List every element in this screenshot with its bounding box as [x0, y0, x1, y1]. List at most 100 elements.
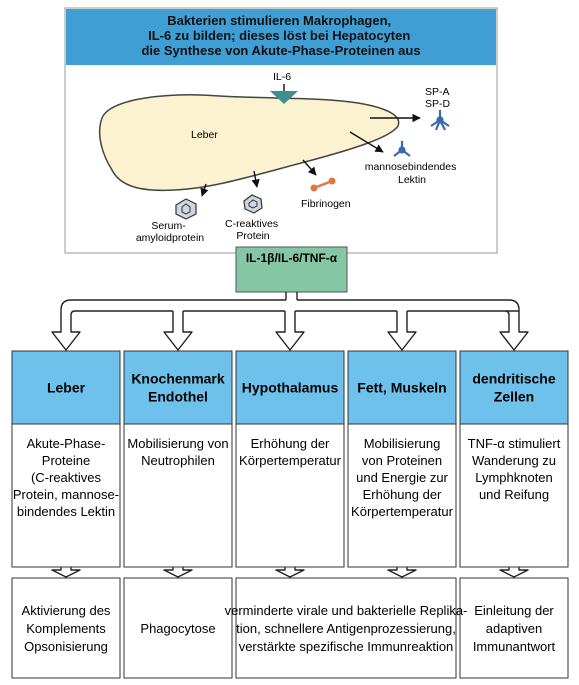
column-header-line: Zellen: [494, 389, 534, 405]
column-effect-box: [11, 423, 121, 568]
shared-result-text: verminderte virale und bakterielle Repli…: [225, 603, 468, 654]
shared-result-text-line: tion, schnellere Antigenprozessierung,: [236, 621, 456, 636]
column-effect-text-line: Akute-Phase-: [27, 436, 106, 451]
column-effect-text-line: Lymphknoten: [475, 470, 553, 485]
result-text-5-line: Immunantwort: [473, 639, 556, 654]
result-text-1-line: Opsonisierung: [24, 639, 108, 654]
result-arrow-2: [163, 567, 193, 578]
column-effect-text-line: von Proteinen: [362, 453, 442, 468]
result-text-2: Phagocytose: [140, 621, 215, 636]
column-effect-text-line: Erhöhung der: [251, 436, 330, 451]
arrow-to-saa: [200, 183, 209, 197]
pipe-arrow-2: [163, 311, 193, 351]
pipe-arrow-4: [387, 311, 417, 351]
pipe-arrow-5: [499, 329, 529, 351]
banner-line-3: die Synthese von Akute-Phase-Proteinen a…: [141, 43, 420, 58]
svg-text:Serum- amyloidprotein: Serum- amyloidprotein: [136, 220, 204, 244]
column-effect-box: [459, 423, 569, 568]
distribution-arrows: [51, 292, 529, 578]
column-effect-box: [347, 423, 457, 568]
banner-line-1: Bakterien stimulieren Makrophagen,: [167, 13, 391, 28]
result-arrow-5: [499, 567, 529, 578]
arrow-to-fibrinogen: [302, 159, 317, 176]
svg-text:mannosebindendes Lektin: mannosebindendes Lektin: [365, 161, 460, 186]
column-effect-text-line: Neutrophilen: [141, 453, 215, 468]
column-effect-text-line: Mobilisierung: [364, 436, 441, 451]
header-banner: [66, 9, 496, 65]
crp-label-2: Protein: [236, 230, 269, 242]
banner-line-2: IL-6 zu bilden; dieses löst bei Hepatocy…: [148, 28, 410, 43]
column-header: Leber: [47, 380, 86, 396]
saa-molecule-icon: [175, 198, 197, 220]
column-header-box: [11, 350, 121, 425]
sp-molecule-icon: [430, 110, 450, 131]
column-header-line: Leber: [47, 380, 86, 396]
column-header-line: Hypothalamus: [242, 380, 339, 396]
column-header-line: Fett, Muskeln: [357, 380, 446, 396]
saa-label-1: Serum-: [151, 220, 186, 232]
lectin-molecule-icon: [393, 141, 411, 157]
column-header-box: [123, 350, 233, 425]
pipe-stem: [285, 292, 298, 300]
shared-result-box: [235, 577, 457, 679]
column-header: Fett, Muskeln: [357, 380, 446, 396]
column-header-line: Knochenmark: [131, 371, 225, 387]
column-effect-box: [235, 423, 345, 568]
column-effect-text-line: bindendes Lektin: [17, 504, 115, 519]
column-effect-text-line: TNF-α stimuliert: [468, 436, 561, 451]
result-text-5-line: adaptiven: [486, 621, 542, 636]
column-effect-text-line: Mobilisierung von: [127, 436, 228, 451]
column-effect-box: [123, 423, 233, 568]
column-header-line: Endothel: [148, 389, 208, 405]
result-arrow-3: [275, 567, 305, 578]
result-box-5: [459, 577, 569, 679]
shared-result-text-line: verstärkte spezifische Immunreaktion: [239, 639, 454, 654]
lectin-label-1: mannosebindendes: [365, 161, 457, 173]
fibrinogen-label: Fibrinogen: [301, 198, 351, 210]
crp-label-1: C-reaktives: [225, 218, 278, 230]
result-text-1-line: Komplements: [26, 621, 106, 636]
result-text-5-line: Einleitung der: [474, 603, 554, 618]
liver-panel: Bakterien stimulieren Makrophagen, IL-6 …: [64, 7, 498, 254]
arrow-to-crp: [251, 170, 260, 188]
column-effect-text-line: Erhöhung der: [363, 487, 442, 502]
arrow-to-lectin: [349, 131, 384, 153]
svg-text:C-reaktives Protein: C-reaktives Protein: [225, 218, 281, 242]
result-box-2: [123, 577, 233, 679]
fibrinogen-molecule-icon: [310, 177, 336, 192]
column-effect-text-line: (C-reaktives: [31, 470, 102, 485]
pipe-arrow-1: [51, 329, 81, 351]
shared-result-text-line: verminderte virale und bakterielle Repli…: [225, 603, 468, 618]
sp-d-label: SP-D: [425, 98, 451, 110]
pipe-bar-bottom: [70, 310, 519, 329]
column-effect-text-line: und Reifung: [479, 487, 549, 502]
lectin-label-2: Lektin: [398, 174, 426, 186]
il6-arrow-head: [270, 91, 298, 104]
cytokine-label: IL-1β/IL-6/TNF-α: [246, 251, 338, 265]
column-effect-text-line: Proteine: [42, 453, 90, 468]
crp-molecule-icon: [243, 194, 263, 214]
column-effect-text-line: Körpertemperatur: [351, 504, 454, 519]
result-text-2-line: Phagocytose: [140, 621, 215, 636]
column-header-box: [459, 350, 569, 425]
column-effect-text-line: und Energie zur: [356, 470, 448, 485]
column-effect-text: Mobilisierung von Proteinen und Energie zu…: [351, 436, 454, 519]
liver-shape: [98, 94, 400, 192]
result-text-1-line: Aktivierung des: [22, 603, 111, 618]
column-effect-text-line: Körpertemperatur: [239, 453, 342, 468]
